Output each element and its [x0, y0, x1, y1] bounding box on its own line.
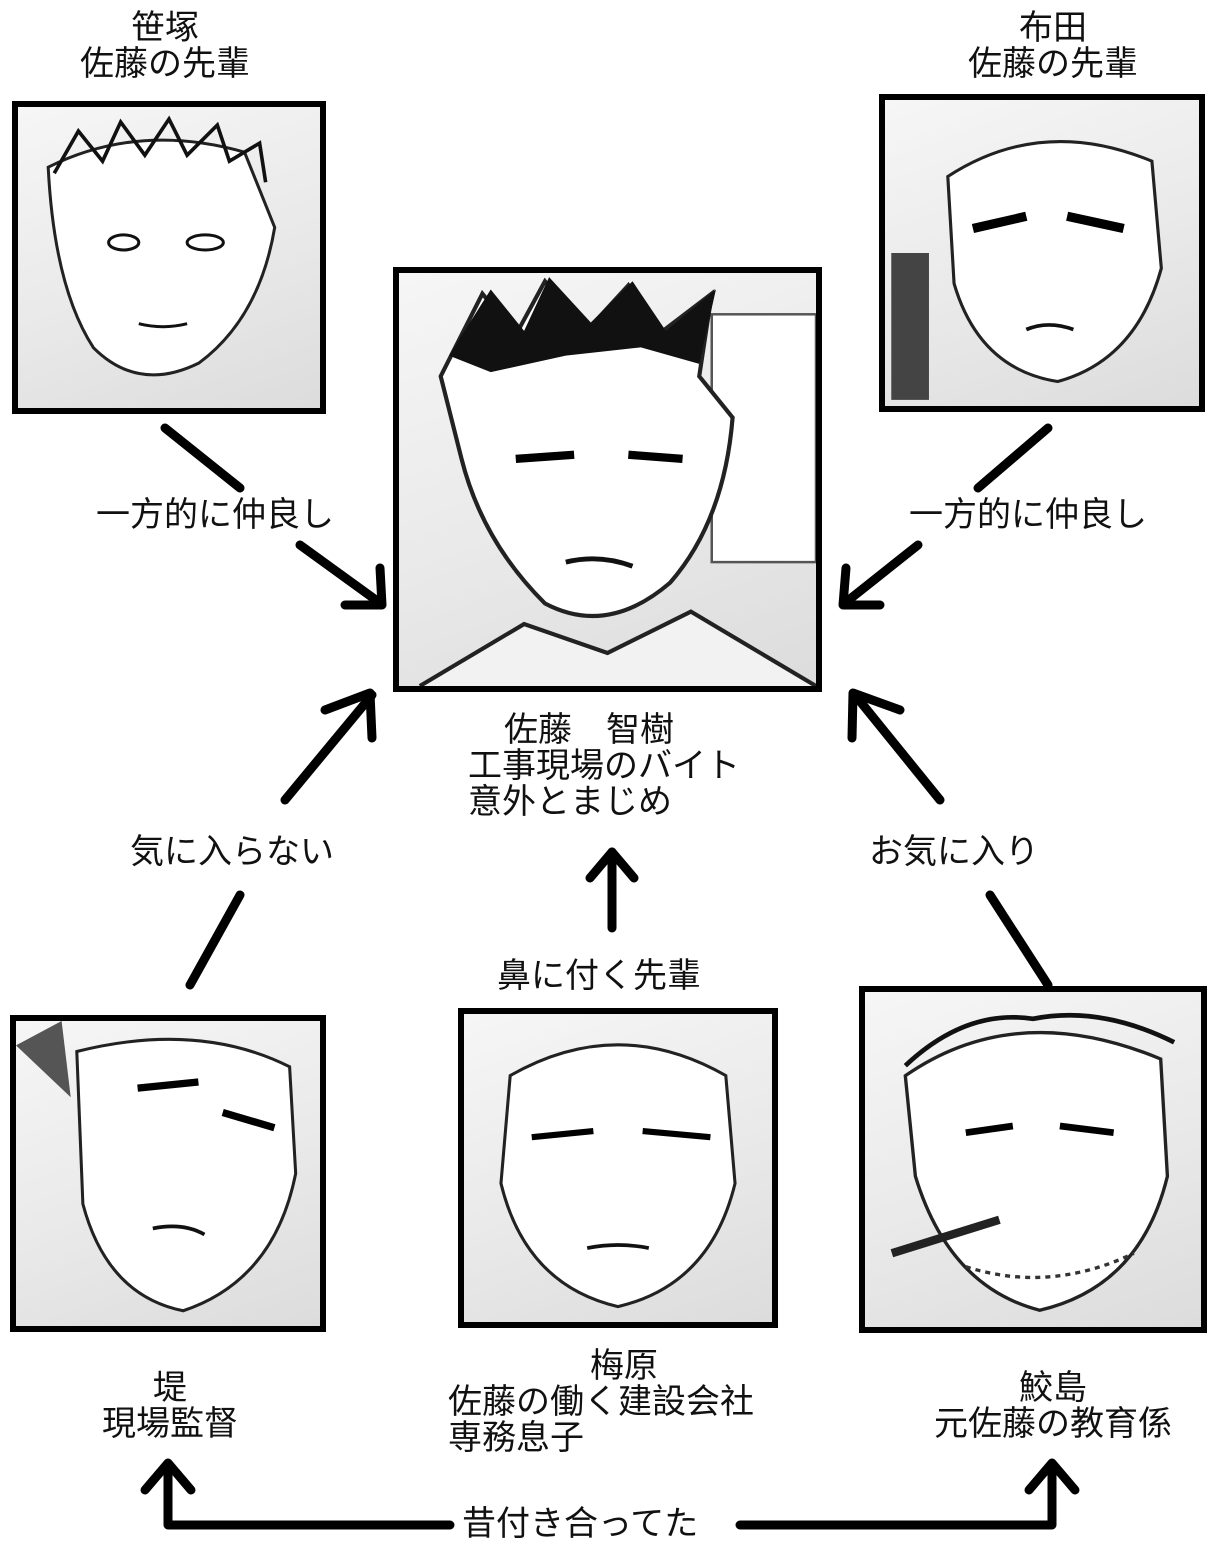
- face-sketch: [890, 1012, 1176, 1312]
- name-sato: 佐藤 智樹: [504, 710, 674, 750]
- arrow-samejima-sato-lower: [985, 890, 1053, 990]
- name-tsutsumi: 堤: [153, 1368, 187, 1408]
- portrait-sato: [393, 267, 822, 692]
- portrait-samejima: [859, 986, 1207, 1333]
- arrow-bracket-right: [735, 1460, 1057, 1530]
- relation-tsutsumi-sato: 気に入らない: [126, 834, 338, 870]
- label-umehara: 梅原 佐藤の働く建設会社 専務息子: [448, 1348, 754, 1456]
- arrow-sasazuka-sato-lower: [295, 540, 385, 608]
- face-sketch: [46, 115, 277, 377]
- arrow-bracket-left: [163, 1460, 455, 1530]
- arrowhead-samejima: [1024, 1458, 1080, 1495]
- name-umehara: 梅原: [590, 1346, 658, 1386]
- relation-samejima-sato: お気に入り: [865, 834, 1043, 870]
- role-tsutsumi: 現場監督: [102, 1404, 238, 1444]
- face-sketch: [418, 277, 816, 686]
- relation-sasazuka-sato: 一方的に仲良し: [92, 497, 338, 533]
- arrow-samejima-sato-upper: [850, 690, 945, 805]
- relation-nunoda-sato: 一方的に仲良し: [905, 497, 1151, 533]
- arrowhead-sasazuka-sato: [340, 563, 387, 610]
- name-sasazuka: 笹塚: [131, 8, 199, 48]
- relation-tsutsumi-samejima: 昔付き合ってた: [458, 1506, 703, 1542]
- arrow-nunoda-sato-lower: [840, 540, 923, 608]
- role-sasazuka: 佐藤の先輩: [80, 44, 250, 84]
- role-umehara-2: 専務息子: [448, 1418, 584, 1458]
- label-samejima: 鮫島 元佐藤の教育係: [908, 1370, 1198, 1442]
- role-samejima: 元佐藤の教育係: [934, 1404, 1172, 1444]
- portrait-umehara: [458, 1008, 778, 1328]
- arrow-tsutsumi-sato-lower: [185, 890, 245, 990]
- arrow-tsutsumi-sato-upper: [280, 690, 377, 805]
- role-nunoda: 佐藤の先輩: [968, 44, 1138, 84]
- name-nunoda: 布田: [1019, 8, 1087, 48]
- relation-umehara-sato: 鼻に付く先輩: [493, 958, 705, 994]
- arrowhead-tsutsumi: [140, 1458, 196, 1495]
- role-sato-1: 工事現場のバイト: [468, 746, 740, 786]
- arrow-sasazuka-sato-upper: [160, 423, 245, 493]
- portrait-sasazuka: [12, 101, 326, 414]
- face-sketch: [499, 1043, 737, 1309]
- label-sasazuka: 笹塚 佐藤の先輩: [60, 10, 270, 82]
- label-nunoda: 布田 佐藤の先輩: [948, 10, 1158, 82]
- arrowhead-nunoda-sato: [838, 563, 885, 610]
- arrowhead-samejima-sato: [847, 688, 905, 743]
- label-tsutsumi: 堤 現場監督: [60, 1370, 280, 1442]
- role-umehara-1: 佐藤の働く建設会社: [448, 1382, 754, 1422]
- arrowhead-umehara-sato: [585, 847, 639, 883]
- arrowhead-tsutsumi-sato: [320, 688, 377, 743]
- face-sketch: [891, 140, 1163, 400]
- arrow-nunoda-sato-upper: [973, 423, 1053, 493]
- label-sato: 佐藤 智樹 工事現場のバイト 意外とまじめ: [468, 712, 740, 820]
- portrait-nunoda: [879, 94, 1205, 412]
- role-sato-2: 意外とまじめ: [468, 782, 672, 822]
- face-sketch: [16, 1021, 298, 1313]
- name-samejima: 鮫島: [1019, 1368, 1087, 1408]
- portrait-tsutsumi: [10, 1015, 326, 1332]
